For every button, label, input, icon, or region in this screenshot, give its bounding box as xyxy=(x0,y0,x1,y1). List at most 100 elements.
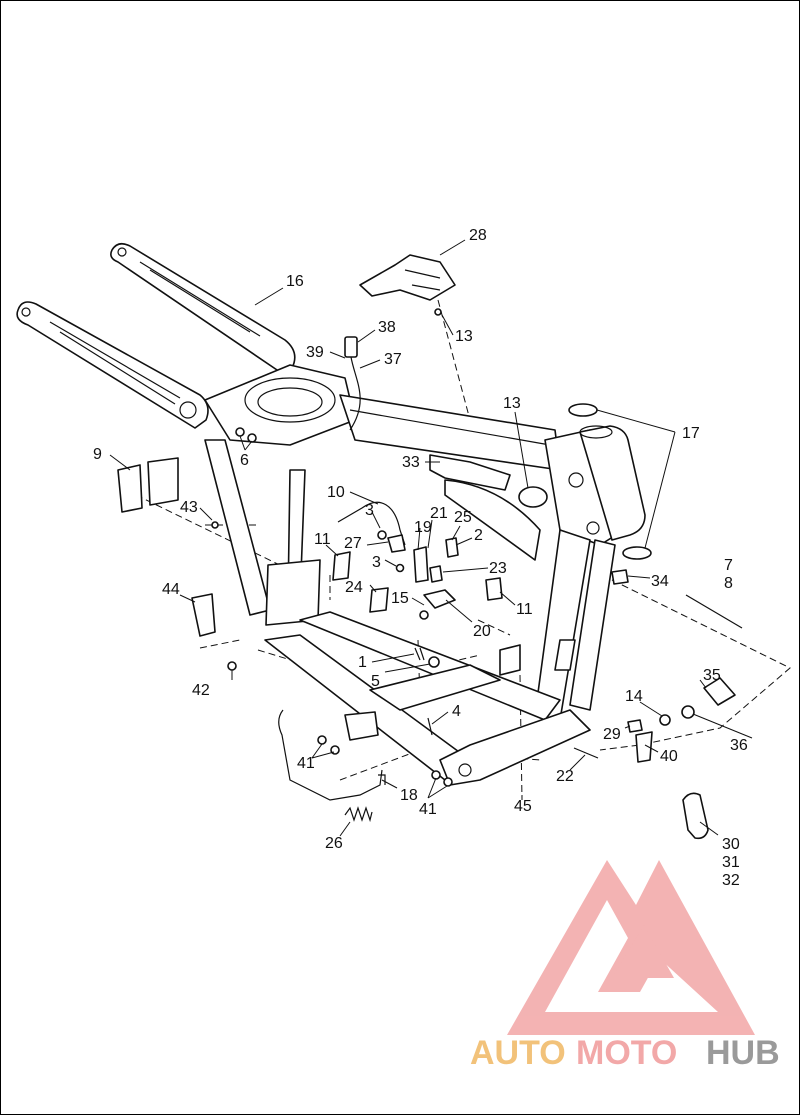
callout-42: 42 xyxy=(192,682,210,699)
part-33-bracket-arm xyxy=(444,479,541,561)
callout-13: 13 xyxy=(455,328,473,345)
motorcycle-frame xyxy=(16,242,646,786)
callout-5: 5 xyxy=(371,673,380,690)
part-29-plate xyxy=(627,719,643,733)
callout-3: 3 xyxy=(372,554,381,571)
callout-9: 9 xyxy=(93,446,102,463)
part-3-screw-a xyxy=(377,530,387,540)
callout-37: 37 xyxy=(384,351,402,368)
callout-1: 1 xyxy=(358,654,367,671)
watermark-text: AUTO MOTO HUB xyxy=(470,1034,780,1072)
callout-40: 40 xyxy=(660,748,678,765)
callout-15: 15 xyxy=(391,590,409,607)
callout-23: 23 xyxy=(489,560,507,577)
leader-lines xyxy=(109,239,753,837)
part-11-clip-b xyxy=(485,577,503,601)
assembly-line-35 xyxy=(599,579,791,751)
part-41-nut-c xyxy=(431,770,441,780)
callout-19: 19 xyxy=(414,519,432,536)
callout-3: 3 xyxy=(365,502,374,519)
callout-35: 35 xyxy=(703,667,721,684)
callout-30: 30 xyxy=(722,836,740,853)
part-30-tag xyxy=(682,792,709,840)
callout-labels: 28 16 13 38 39 37 13 17 9 6 33 10 43 3 2… xyxy=(93,227,748,889)
part-18-mount-block xyxy=(344,711,379,741)
callout-20: 20 xyxy=(473,623,491,640)
part-5-washer xyxy=(428,656,440,668)
part-42-bolt xyxy=(227,661,237,671)
part-13-grommet xyxy=(518,486,548,508)
down-tube-right xyxy=(569,539,616,711)
watermark-auto: AUTO xyxy=(470,1034,566,1072)
part-34-clip xyxy=(611,569,629,585)
callout-36: 36 xyxy=(730,737,748,754)
callout-22: 22 xyxy=(556,768,574,785)
callout-27: 27 xyxy=(344,535,362,552)
part-6-stud-a xyxy=(235,427,245,437)
part-38-sensor xyxy=(344,336,358,358)
part-11-clip-a xyxy=(332,551,351,581)
callout-44: 44 xyxy=(162,581,180,598)
part-19-bracket xyxy=(413,546,429,583)
part-13-screw-a xyxy=(434,308,442,316)
part-23-spacer xyxy=(429,565,443,583)
part-40-bracket xyxy=(635,731,653,763)
part-26-spring xyxy=(344,806,373,823)
callout-2: 2 xyxy=(474,527,483,544)
part-24-clip xyxy=(369,587,389,613)
part-41-nut-d xyxy=(443,777,453,787)
assembly-line-28 xyxy=(437,299,471,421)
callout-18: 18 xyxy=(400,787,418,804)
assembly-line-11b xyxy=(477,619,511,636)
callout-16: 16 xyxy=(286,273,304,290)
part-41-nut-a xyxy=(317,735,327,745)
callout-26: 26 xyxy=(325,835,343,852)
callout-10: 10 xyxy=(327,484,345,501)
callout-29: 29 xyxy=(603,726,621,743)
callout-21: 21 xyxy=(430,505,448,522)
callout-32: 32 xyxy=(722,872,740,889)
assembly-line-9 xyxy=(135,494,291,571)
part-25-clip xyxy=(445,537,459,558)
part-9-clip-b xyxy=(147,457,179,506)
callout-41: 41 xyxy=(297,755,315,772)
part-22-pin xyxy=(573,747,599,759)
callout-11: 11 xyxy=(516,601,533,618)
transmission-mount-plate xyxy=(369,664,501,711)
callout-4: 4 xyxy=(452,703,461,720)
part-28-cover xyxy=(359,254,456,301)
callout-43: 43 xyxy=(180,499,198,516)
callout-7: 7 xyxy=(724,557,733,574)
part-4-bolt xyxy=(427,717,433,736)
watermark-hub: HUB xyxy=(706,1034,780,1072)
part-17-race-upper xyxy=(568,403,598,417)
part-33-bracket xyxy=(429,454,511,491)
callout-6: 6 xyxy=(240,452,249,469)
down-tube-slot xyxy=(554,639,576,671)
callout-34: 34 xyxy=(651,573,669,590)
part-18-lever xyxy=(278,709,383,801)
steering-head-tube xyxy=(579,425,646,541)
watermark-logo xyxy=(507,860,755,1035)
part-14-washer xyxy=(659,714,671,726)
part-43-screw xyxy=(211,521,219,529)
part-7-rod xyxy=(685,594,743,629)
callout-25: 25 xyxy=(454,509,472,526)
assembly-line-1 xyxy=(437,654,481,666)
part-36-nut xyxy=(681,705,695,719)
rear-frame-bracket xyxy=(265,559,321,626)
callout-24: 24 xyxy=(345,579,363,596)
callout-11: 11 xyxy=(314,531,331,548)
callout-28: 28 xyxy=(469,227,487,244)
callout-31: 31 xyxy=(722,854,740,871)
part-35-switch xyxy=(703,677,736,706)
assembly-line-44 xyxy=(199,639,241,649)
callout-38: 38 xyxy=(378,319,396,336)
callout-33: 33 xyxy=(402,454,420,471)
part-3-screw-b xyxy=(395,563,405,573)
part-44-bracket xyxy=(191,593,216,637)
callout-41: 41 xyxy=(419,801,437,818)
callout-13: 13 xyxy=(503,395,521,412)
part-20-mount xyxy=(423,589,456,609)
